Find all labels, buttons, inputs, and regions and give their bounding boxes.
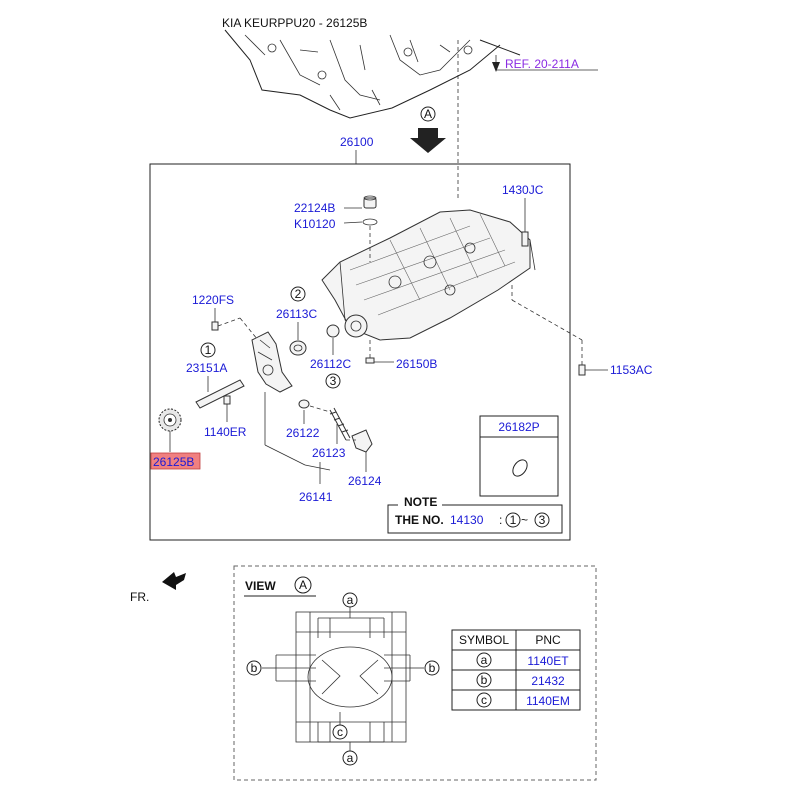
front-arrow-icon bbox=[162, 572, 186, 590]
engine-block-sketch bbox=[224, 29, 521, 200]
callout-circle-1: 1 bbox=[200, 342, 216, 358]
table-row-symbol: b bbox=[481, 673, 488, 687]
view-callout-a-top: a bbox=[347, 593, 354, 607]
cap-and-oring bbox=[362, 195, 378, 262]
view-a-marker: A bbox=[410, 106, 446, 153]
note-range-to: 3 bbox=[539, 513, 546, 527]
view-callout-c-bottom: c bbox=[337, 725, 343, 739]
view-callout-a-bottom: a bbox=[347, 751, 354, 765]
highlight-26125B bbox=[150, 452, 201, 470]
view-title: VIEW bbox=[245, 579, 276, 593]
label-1153AC[interactable]: 1153AC bbox=[610, 363, 653, 377]
view-letter: A bbox=[299, 578, 307, 592]
note-range-from: 1 bbox=[510, 513, 517, 527]
sprocket-gear-icon bbox=[158, 408, 182, 432]
assembly-number[interactable]: 26100 bbox=[340, 135, 374, 149]
note-colon: : bbox=[499, 513, 502, 527]
table-row-symbol: a bbox=[481, 653, 488, 667]
callout-circle-3: 3 bbox=[325, 373, 341, 389]
table-row-pnc[interactable]: 21432 bbox=[531, 674, 565, 688]
label-23151A[interactable]: 23151A bbox=[186, 361, 227, 375]
table-row-symbol: c bbox=[481, 693, 487, 707]
note-range-sep: ~ bbox=[521, 513, 528, 527]
callout-2-text: 2 bbox=[295, 287, 302, 301]
label-1430JC[interactable]: 1430JC bbox=[502, 183, 544, 197]
front-label: FR. bbox=[130, 590, 149, 604]
lower-crankcase-drawing bbox=[321, 209, 536, 341]
label-26150B[interactable]: 26150B bbox=[396, 357, 437, 371]
front-indicator: FR. bbox=[130, 572, 186, 604]
oring-icon bbox=[512, 459, 528, 477]
label-26122[interactable]: 26122 bbox=[286, 426, 320, 440]
table-header-symbol: SYMBOL bbox=[459, 633, 509, 647]
table-row-pnc[interactable]: 1140EM bbox=[526, 694, 570, 708]
view-a-drawing bbox=[262, 605, 424, 752]
label-K10120[interactable]: K10120 bbox=[294, 217, 336, 231]
label-26123[interactable]: 26123 bbox=[312, 446, 346, 460]
view-callout-b-left: b bbox=[251, 661, 258, 675]
table-row-pnc[interactable]: 1140ET bbox=[527, 654, 569, 668]
label-26182P[interactable]: 26182P bbox=[498, 420, 539, 434]
assembly-frame bbox=[149, 163, 571, 541]
relief-valve-parts bbox=[298, 399, 373, 453]
down-arrow-icon bbox=[410, 128, 446, 153]
callout-circle-2: 2 bbox=[290, 286, 306, 302]
label-26124[interactable]: 26124 bbox=[348, 474, 382, 488]
ref-callout[interactable]: REF. 20-211A bbox=[492, 55, 598, 72]
diagram-title: KIA KEURPPU20 - 26125B bbox=[222, 16, 367, 30]
note-number[interactable]: 14130 bbox=[450, 513, 484, 527]
label-26112C[interactable]: 26112C bbox=[310, 357, 351, 371]
view-a-frame bbox=[233, 565, 597, 781]
part-26182P-box[interactable]: 26182P bbox=[479, 415, 559, 497]
label-22124B[interactable]: 22124B bbox=[294, 201, 335, 215]
oil-pump-drawing bbox=[251, 331, 293, 393]
label-26113C[interactable]: 26113C bbox=[276, 307, 317, 321]
label-1140ER[interactable]: 1140ER bbox=[204, 425, 247, 439]
view-callout-b-right: b bbox=[429, 661, 436, 675]
label-26141[interactable]: 26141 bbox=[299, 490, 333, 504]
note-text: THE NO. bbox=[395, 513, 444, 527]
note-title: NOTE bbox=[404, 495, 437, 509]
callout-1-text: 1 bbox=[205, 343, 212, 357]
callout-3-text: 3 bbox=[330, 374, 337, 388]
note-box: NOTE THE NO. 14130 : 1 ~ 3 bbox=[387, 495, 563, 534]
ref-label[interactable]: REF. 20-211A bbox=[505, 57, 579, 71]
symbol-table: SYMBOL PNC a 1140ET b 21432 c 1140EM bbox=[451, 629, 581, 711]
table-header-pnc: PNC bbox=[535, 633, 561, 647]
label-26125B[interactable]: 26125B bbox=[153, 455, 194, 469]
label-1220FS[interactable]: 1220FS bbox=[192, 293, 234, 307]
bolt-1153AC-icon bbox=[578, 364, 586, 376]
view-a-marker-letter: A bbox=[424, 107, 432, 121]
